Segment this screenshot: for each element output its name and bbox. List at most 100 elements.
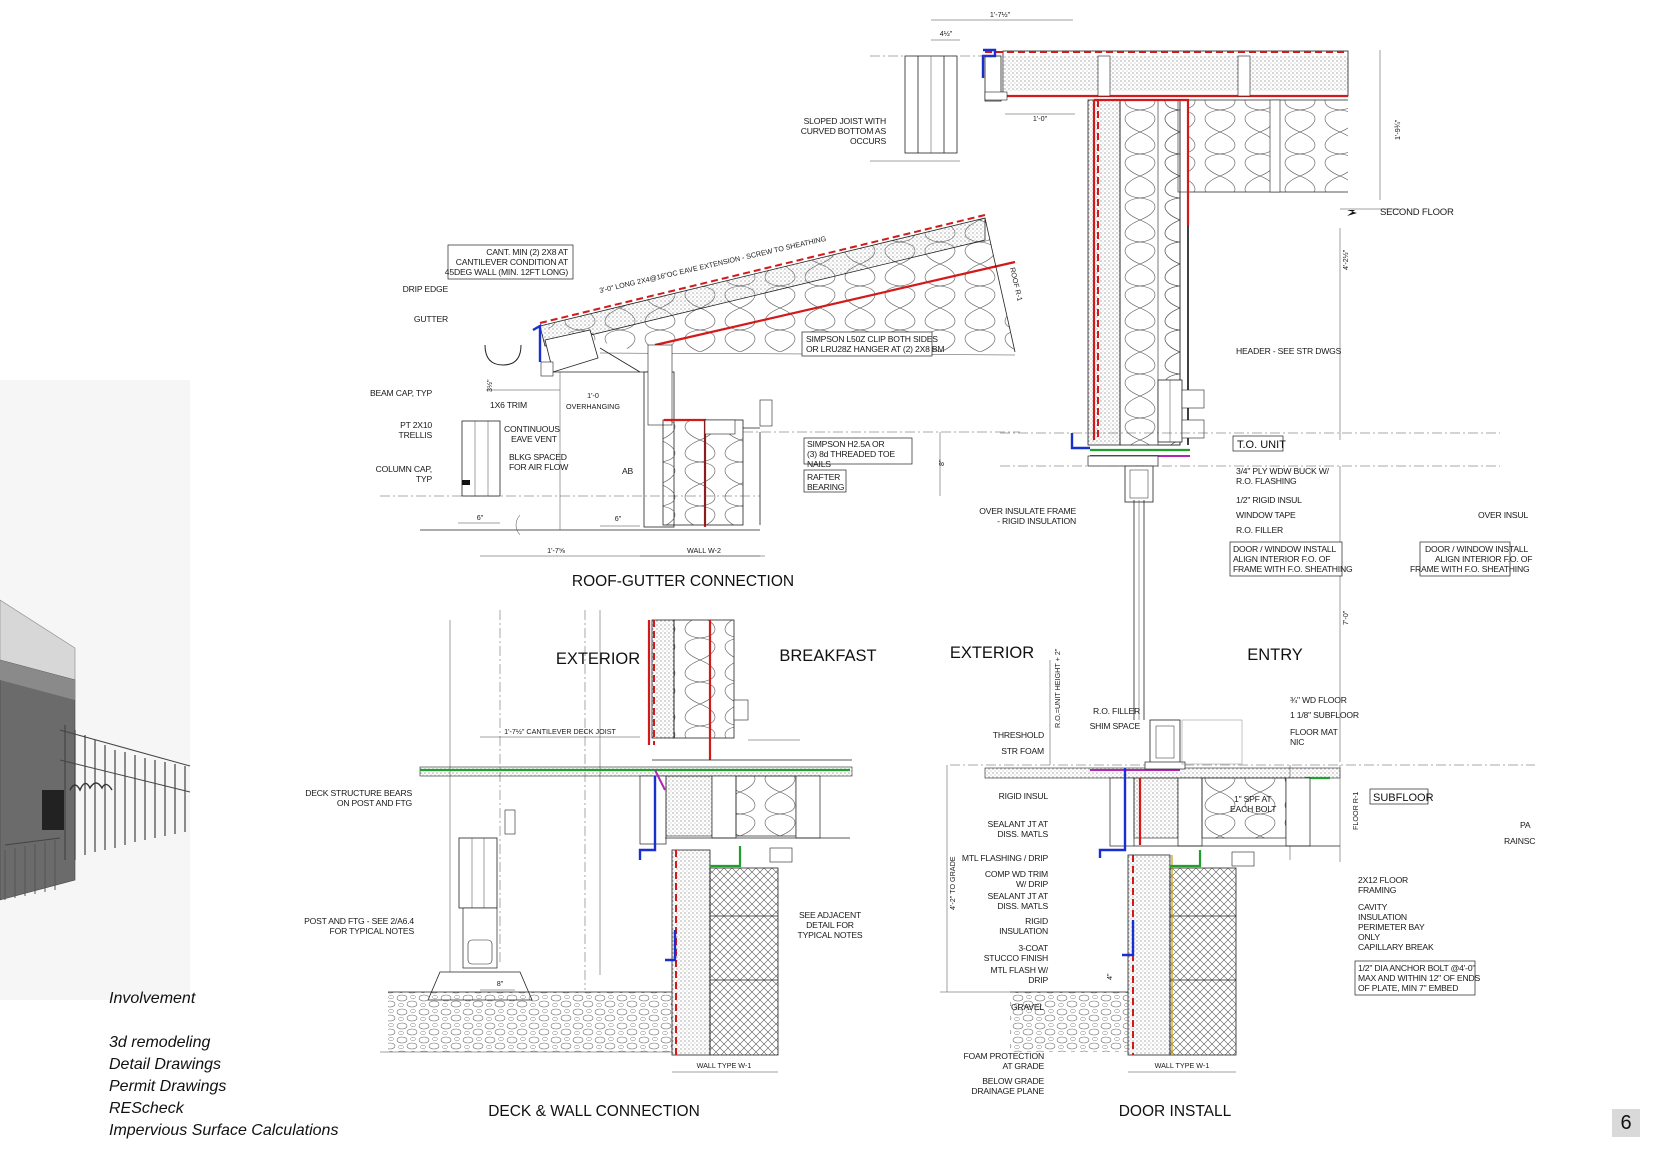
note-vent-2: EAVE VENT: [511, 434, 558, 444]
note-simpson-h25-1: SIMPSON H2.5A OR: [807, 439, 885, 449]
note-cant-2: CANTILEVER CONDITION AT: [456, 257, 569, 267]
involvement-item: REScheck: [109, 1100, 184, 1117]
note-wd-floor: ¾" WD FLOOR: [1290, 695, 1347, 705]
involvement-heading: Involvement: [109, 990, 196, 1007]
note-spf-1: 1" SPF AT: [1234, 794, 1272, 804]
top-section-labels: SLOPED JOIST WITH CURVED BOTTOM AS OCCUR…: [801, 10, 1533, 625]
note-to-grade: 4'-2" TO GRADE: [948, 856, 957, 910]
note-to-unit: T.O. UNIT: [1237, 439, 1286, 451]
note-trellis-2: TRELLIS: [399, 430, 433, 440]
deck-wall-title: DECK & WALL CONNECTION: [488, 1103, 700, 1120]
note-rigid-insulation-2: INSULATION: [999, 926, 1048, 936]
note-str-foam: STR FOAM: [1001, 746, 1044, 756]
note-see-adjacent-1: SEE ADJACENT: [799, 910, 862, 920]
roof-gutter-drawing: [380, 214, 1020, 557]
involvement-item: Permit Drawings: [109, 1078, 227, 1095]
roof-gutter-title: ROOF-GUTTER CONNECTION: [572, 573, 794, 590]
note-comp-trim-2: W/ DRIP: [1016, 879, 1048, 889]
note-anchor-1: 1/2" DIA ANCHOR BOLT @4'-0": [1358, 963, 1475, 973]
note-see-adjacent-2: DETAIL FOR: [806, 920, 854, 930]
dim-top-c: 1'-0": [1033, 114, 1048, 123]
note-mtl-flash-2: DRIP: [1028, 975, 1048, 985]
note-window-tape: WINDOW TAPE: [1236, 510, 1296, 520]
dim-roof-1: 1'-7⅝: [547, 546, 566, 555]
dim-roof-5: 3½": [485, 379, 494, 392]
note-rafter-2: BEARING: [807, 482, 845, 492]
note-blkg-1: BLKG SPACED: [509, 452, 567, 462]
note-ro-unit: R.O.=UNIT HEIGHT + 2": [1053, 648, 1062, 728]
note-sealant1-2: DISS. MATLS: [997, 829, 1048, 839]
note-ro-filler-top: R.O. FILLER: [1236, 525, 1283, 535]
note-ro-filler-door: R.O. FILLER: [1093, 706, 1140, 716]
involvement-list: Involvement 3d remodeling Detail Drawing…: [109, 988, 338, 1142]
deck-wall-labels: EXTERIOR BREAKFAST 1'-7½" CANTILEVER DEC…: [304, 647, 877, 1120]
note-ply-buck-1: 3/4" PLY WDW BUCK W/: [1236, 466, 1330, 476]
note-rigid-half: 1/2" RIGID INSUL: [1236, 495, 1302, 505]
note-foam-protection-2: AT GRADE: [1002, 1061, 1044, 1071]
note-vent-1: CONTINUOUS: [504, 424, 560, 434]
note-wall-type-deck: WALL TYPE W-1: [697, 1061, 752, 1070]
note-door-window-cut-1: DOOR / WINDOW INSTALL: [1425, 544, 1528, 554]
note-sealant1-1: SEALANT JT AT: [988, 819, 1049, 829]
note-subfloor: 1 1/8" SUBFLOOR: [1290, 710, 1359, 720]
note-spf-2: EACH BOLT: [1230, 804, 1277, 814]
note-comp-trim-1: COMP WD TRIM: [985, 869, 1048, 879]
note-door-window-cut-3: FRAME WITH F.O. SHEATHING: [1410, 564, 1530, 574]
note-rainsc-cut: RAINSC: [1504, 836, 1535, 846]
note-door-window-2: ALIGN INTERIOR F.O. OF: [1233, 554, 1330, 564]
note-column-cap-2: TYP: [416, 474, 433, 484]
note-sealant2-1: SEALANT JT AT: [988, 891, 1049, 901]
note-pa-cut: PA: [1520, 820, 1531, 830]
note-threshold: THRESHOLD: [993, 730, 1044, 740]
note-simpson-clip-2: OR LRU28Z HANGER AT (2) 2X8 BM: [806, 344, 944, 354]
note-stucco-1: 3-COAT: [1018, 943, 1049, 953]
note-over-insulate-1: OVER INSULATE FRAME: [979, 506, 1076, 516]
note-floor-framing-1: 2X12 FLOOR: [1358, 875, 1408, 885]
page-number: 6: [1612, 1109, 1640, 1137]
note-simpson-h25-2: (3) 8d THREADED TOE: [807, 449, 895, 459]
note-simpson-h25-3: NAILS: [807, 459, 831, 469]
top-section-drawing: [870, 19, 1500, 762]
dim-deck-8: 8": [497, 979, 504, 988]
note-cantilever: 1'-7½" CANTILEVER DECK JOIST: [504, 727, 616, 736]
dim-roof-4: 8": [937, 459, 946, 466]
door-install-labels: EXTERIOR ENTRY R.O.=UNIT HEIGHT + 2" R.O…: [948, 644, 1535, 1120]
note-sealant2-2: DISS. MATLS: [997, 901, 1048, 911]
note-deck-structure-1: DECK STRUCTURE BEARS: [305, 788, 412, 798]
note-below-grade-1: BELOW GRADE: [982, 1076, 1044, 1086]
note-door-window-1: DOOR / WINDOW INSTALL: [1233, 544, 1336, 554]
room-exterior-deck: EXTERIOR: [556, 650, 640, 668]
note-subfloor-tag: SUBFLOOR: [1373, 792, 1434, 804]
note-wall-type-door: WALL TYPE W-1: [1155, 1061, 1210, 1070]
note-sloped-joist-2: CURVED BOTTOM AS: [801, 126, 887, 136]
dim-top-f: 7'-0": [1341, 610, 1350, 625]
note-cavity-5: CAPILLARY BREAK: [1358, 942, 1434, 952]
note-anchor-3: OF PLATE, MIN 7" EMBED: [1358, 983, 1458, 993]
note-overhanging-1: 1'-0: [587, 391, 599, 400]
note-rafter-1: RAFTER: [807, 472, 840, 482]
note-cavity-1: CAVITY: [1358, 902, 1388, 912]
involvement-item: 3d remodeling: [109, 1034, 211, 1051]
note-below-grade-2: DRAINAGE PLANE: [971, 1086, 1044, 1096]
note-floor-mat-1: FLOOR MAT: [1290, 727, 1339, 737]
door-install-drawing: [940, 660, 1535, 1073]
note-sloped-joist-3: OCCURS: [850, 136, 887, 146]
note-stucco-2: STUCCO FINISH: [984, 953, 1048, 963]
note-deck-structure-2: ON POST AND FTG: [337, 798, 413, 808]
note-foam-protection-1: FOAM PROTECTION: [963, 1051, 1044, 1061]
note-over-insul-cut: OVER INSUL: [1478, 510, 1528, 520]
note-anchor-2: MAX AND WITHIN 12" OF ENDS: [1358, 973, 1480, 983]
note-floor-mat-2: NIC: [1290, 737, 1304, 747]
dim-top-b: 4½": [940, 29, 953, 38]
note-rigid-insul: RIGID INSUL: [999, 791, 1049, 801]
note-drip-edge: DRIP EDGE: [403, 284, 449, 294]
note-floor-r: FLOOR R-1: [1351, 792, 1360, 830]
room-exterior-door: EXTERIOR: [950, 644, 1034, 662]
dim-roof-2: 6": [477, 513, 484, 522]
note-trim: 1X6 TRIM: [490, 400, 527, 410]
note-cant-3: 45DEG WALL (MIN. 12FT LONG): [445, 267, 569, 277]
note-floor-framing-2: FRAMING: [1358, 885, 1397, 895]
note-shim: SHIM SPACE: [1090, 721, 1141, 731]
involvement-item: Detail Drawings: [109, 1056, 222, 1073]
